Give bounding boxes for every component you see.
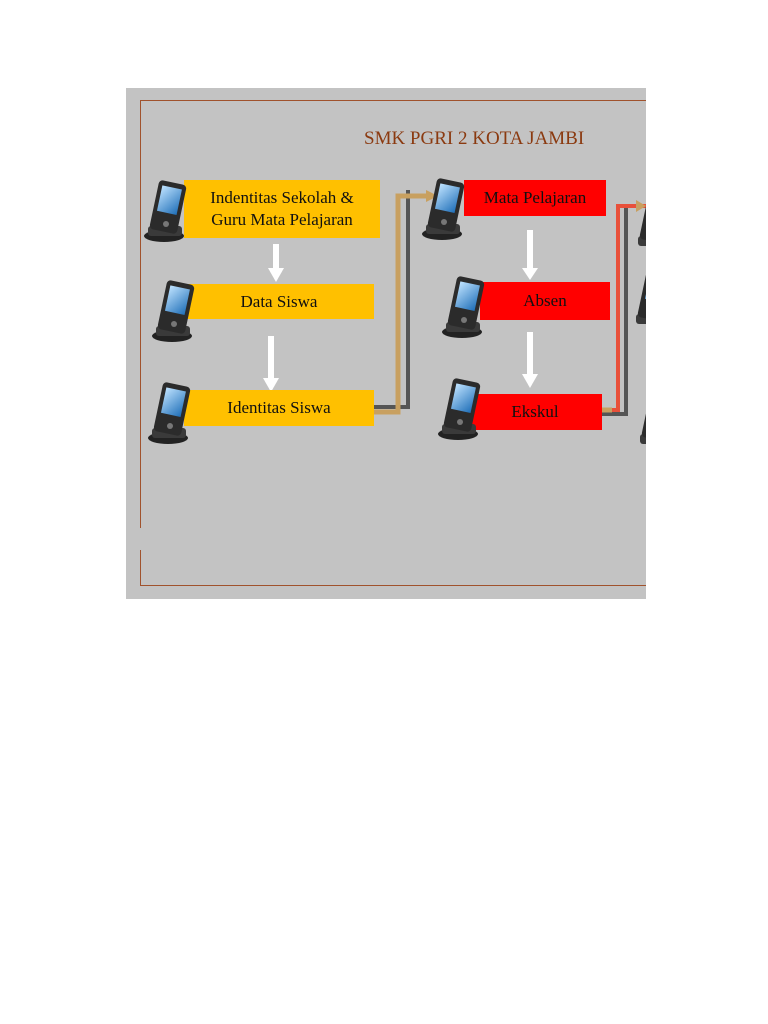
box-identitas-sekolah-guru: Indentitas Sekolah & Guru Mata Pelajaran bbox=[184, 180, 380, 238]
box-mata-pelajaran: Mata Pelajaran bbox=[464, 180, 606, 216]
connectors bbox=[263, 190, 646, 416]
pda-cradle-icon bbox=[422, 178, 465, 240]
arrow-down-3 bbox=[522, 230, 538, 280]
pda-cradle-icon bbox=[442, 276, 485, 338]
frame-left-line bbox=[140, 100, 141, 528]
arrow-down-4 bbox=[522, 332, 538, 388]
pda-cradle-icon bbox=[144, 180, 187, 242]
arrow-down-1 bbox=[268, 244, 284, 282]
pda-cradle-icon bbox=[152, 280, 195, 342]
diagram-title: SMK PGRI 2 KOTA JAMBI bbox=[364, 128, 585, 149]
box-absen: Absen bbox=[480, 282, 610, 320]
connector-col1-col2 bbox=[374, 190, 438, 415]
arrow-down-2 bbox=[263, 336, 279, 392]
connector-col2-col3 bbox=[602, 200, 646, 416]
pda-cradle-icon bbox=[438, 378, 481, 440]
pda-cradle-icon bbox=[148, 382, 191, 444]
pda-cradle-icon bbox=[636, 268, 646, 324]
frame-bottom-line bbox=[140, 585, 646, 586]
frame-top-line bbox=[140, 100, 646, 101]
frame-left-line-lower bbox=[140, 550, 141, 586]
pda-cradle-icon bbox=[638, 190, 646, 246]
box-data-siswa: Data Siswa bbox=[184, 284, 374, 319]
pda-cradle-icon bbox=[640, 388, 646, 444]
box-ekskul: Ekskul bbox=[468, 394, 602, 430]
diagram-slide: SMK PGRI 2 KOTA JAMBI bbox=[126, 88, 646, 599]
box-identitas-siswa: Identitas Siswa bbox=[184, 390, 374, 426]
